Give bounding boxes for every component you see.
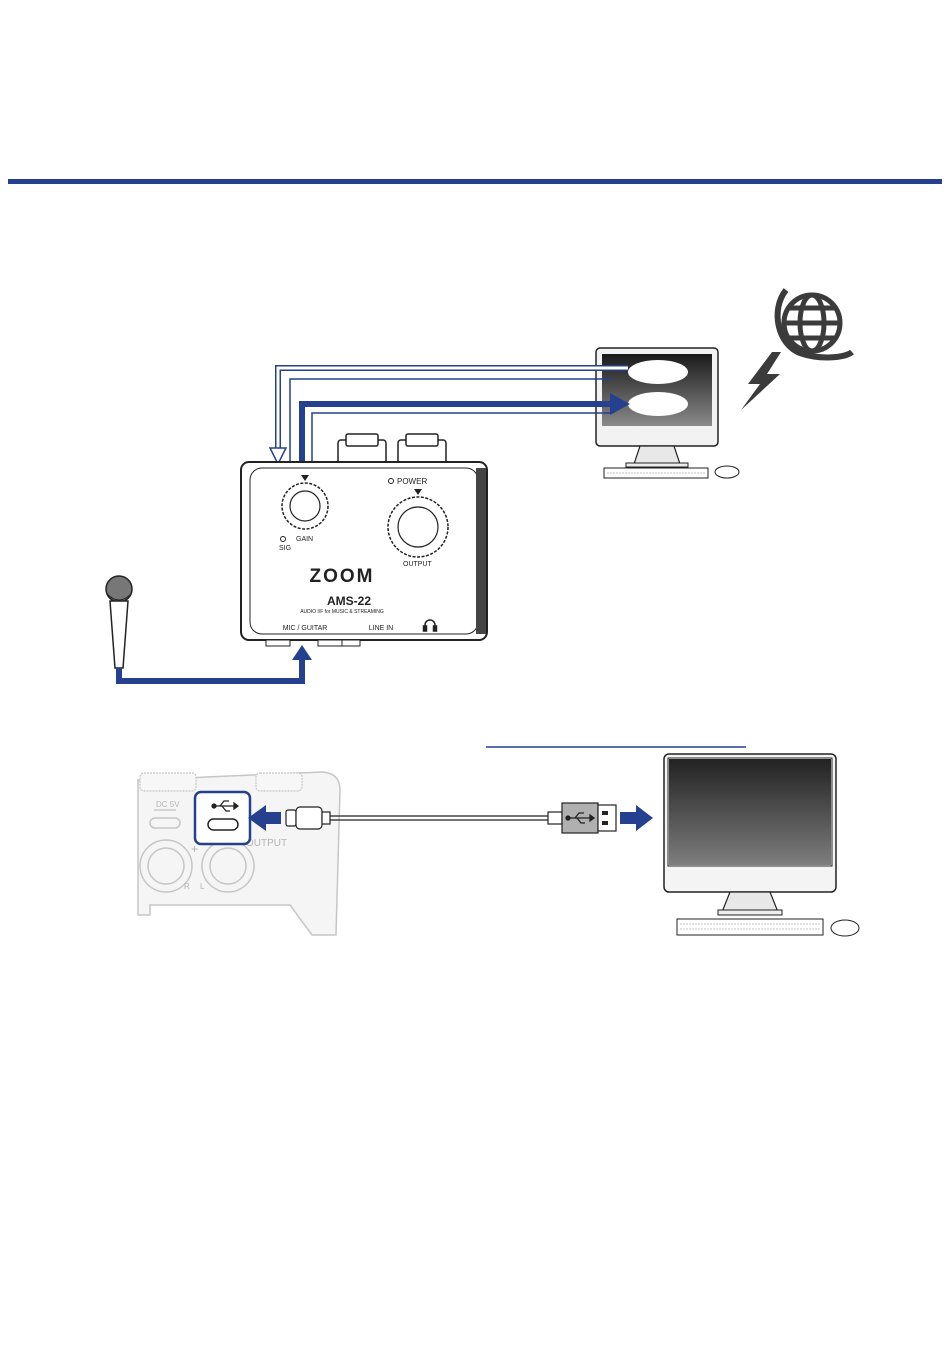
plus-label: + — [191, 842, 198, 856]
mouse-icon — [715, 466, 739, 478]
r-label: R — [184, 882, 190, 891]
usb-port-highlight — [195, 792, 250, 844]
rear-output-label: OUTPUT — [246, 838, 287, 849]
computer-icon — [664, 754, 859, 936]
mic-cable — [119, 658, 302, 681]
sig-label: SIG — [279, 545, 291, 552]
keyboard-icon — [677, 919, 823, 935]
model-label: AMS-22 — [327, 594, 371, 608]
keyboard-icon — [604, 468, 708, 478]
ams22-device: POWER GAIN SIG OUTPUT ZOOM AMS-22 AUDIO … — [241, 434, 487, 646]
app-bubble-1 — [628, 360, 688, 384]
dc-label: DC 5V — [156, 800, 180, 809]
model-subtitle: AUDIO I/F for MUSIC & STREAMING — [300, 609, 384, 615]
header-rule — [8, 179, 942, 184]
signal-lines — [270, 368, 630, 464]
mouse-icon — [831, 920, 859, 936]
power-label: POWER — [397, 477, 427, 486]
microphone-icon — [106, 576, 132, 668]
lightning-icon — [741, 352, 781, 410]
arrow-to-computer — [620, 805, 653, 831]
l-label: L — [200, 882, 205, 891]
mic-guitar-label: MIC / GUITAR — [283, 625, 328, 632]
gain-label: GAIN — [296, 536, 313, 543]
app-bubble-2 — [628, 392, 688, 416]
line-in-label: LINE IN — [369, 625, 394, 632]
brand-logo: ZOOM — [310, 566, 375, 587]
output-label: OUTPUT — [403, 561, 433, 568]
globe-icon — [778, 290, 852, 357]
